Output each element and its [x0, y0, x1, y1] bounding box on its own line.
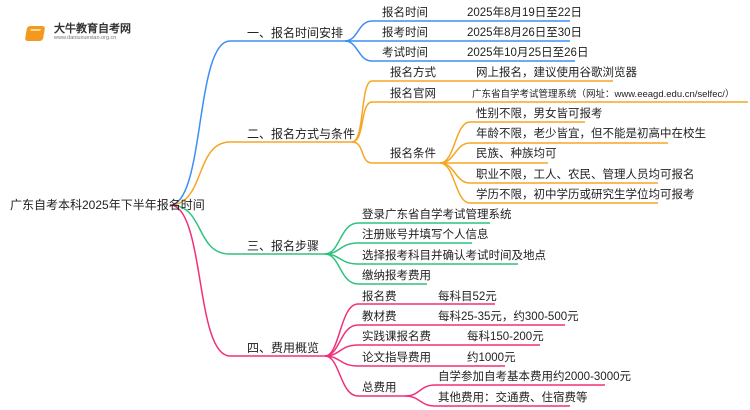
- leaf-label: 实践课报名费: [362, 331, 431, 343]
- logo: 大牛教育自考网 www.daniuxuexiao.org.cn: [20, 18, 131, 48]
- condition-item: 职业不限，工人、农民、管理人员均可报名: [476, 169, 695, 181]
- branch4-lines: [169, 204, 605, 407]
- leaf-label: 报名方式: [390, 67, 436, 79]
- logo-title: 大牛教育自考网: [54, 23, 131, 35]
- condition-item: 年龄不限，老少皆宜，但不能是初高中在校生: [476, 128, 706, 140]
- leaf-value: 每科目52元: [438, 291, 497, 303]
- logo-url: www.daniuxuexiao.org.cn: [54, 35, 117, 41]
- leaf-label: 教材费: [362, 311, 397, 323]
- condition-item: 学历不限，初中学历或研究生学位均可报考: [476, 189, 695, 201]
- leaf-label: 报名官网: [390, 88, 436, 100]
- branch-method-conditions: 二、报名方式与条件: [247, 127, 356, 141]
- leaf-value: 每科25-35元，约300-500元: [438, 311, 579, 323]
- leaf-label: 报名条件: [390, 148, 436, 160]
- step-item: 登录广东省自学考试管理系统: [362, 209, 512, 221]
- leaf-label: 报名费: [362, 291, 397, 303]
- branch3-lines: [169, 204, 518, 285]
- branch1-lines: [169, 20, 575, 206]
- leaf-label: 总费用: [362, 382, 397, 394]
- step-item: 选择报考科目并确认考试时间及地点: [362, 250, 546, 262]
- leaf-value: 2025年10月25日至26日: [467, 47, 589, 59]
- leaf-label: 报考时间: [382, 27, 428, 39]
- leaf-label: 报名时间: [382, 7, 428, 19]
- total-item: 其他费用：交通费、住宿费等: [438, 392, 588, 404]
- official-site-value: 广东省自学考试管理系统（网址：www.eeagd.edu.cn/selfec/）: [472, 89, 735, 100]
- branch-fees: 四、费用概览: [247, 341, 320, 355]
- step-item: 缴纳报考费用: [362, 270, 431, 282]
- branch-steps: 三、报名步骤: [247, 239, 320, 253]
- leaf-value: 2025年8月19日至22日: [467, 7, 583, 19]
- leaf-value: 每科150-200元: [467, 331, 544, 343]
- step-item: 注册账号并填写个人信息: [362, 229, 489, 241]
- condition-item: 性别不限，男女皆可报考: [476, 108, 603, 120]
- leaf-value: 约1000元: [467, 352, 516, 364]
- leaf-value: 2025年8月26日至30日: [467, 27, 583, 39]
- branch2-lines: [169, 80, 748, 206]
- root-topic: 广东自考本科2025年下半年报名时间: [10, 198, 205, 212]
- total-item: 自学参加自考基本费用约2000-3000元: [438, 371, 631, 383]
- leaf-label: 考试时间: [382, 47, 428, 59]
- branch-schedule: 一、报名时间安排: [247, 26, 344, 40]
- leaf-value: 网上报名，建议使用谷歌浏览器: [476, 67, 637, 79]
- condition-item: 民族、种族均可: [476, 148, 557, 160]
- leaf-label: 论文指导费用: [362, 352, 431, 364]
